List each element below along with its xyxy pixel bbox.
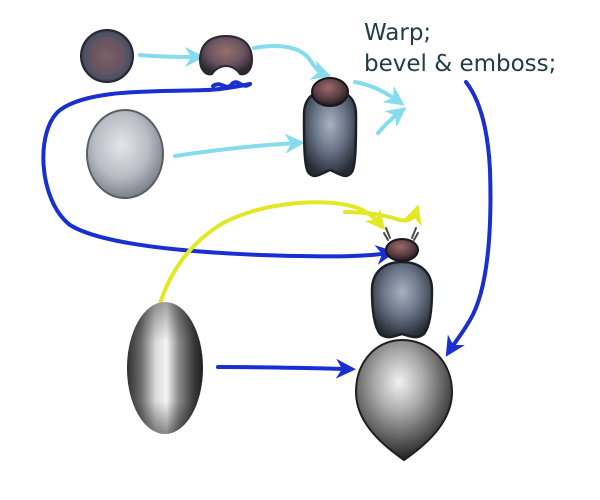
arrow-disc-to-cut <box>138 46 205 67</box>
abdomen-oval-icon <box>127 302 203 434</box>
arrow-yellow-oval-to-head <box>154 200 386 320</box>
arrow-assembly-side-1 <box>353 80 405 106</box>
arrow-oval-to-thorax <box>173 133 305 158</box>
arrow-blue-loop <box>41 82 396 265</box>
thorax-oval-icon <box>86 109 164 199</box>
annotation-line-1: Warp; <box>364 20 431 46</box>
head-thorax-icon <box>302 77 358 178</box>
arrow-cut-to-assembly <box>252 44 332 80</box>
arrow-blue-squiggle <box>211 80 252 89</box>
head-disc-icon <box>80 29 134 83</box>
arrow-yellow-second <box>343 204 422 227</box>
head-cut-icon <box>198 34 254 76</box>
arrow-assembly-side-2 <box>376 107 407 135</box>
arrow-blue-text-to-abdomen <box>445 80 493 357</box>
annotation-line-2: bevel & emboss; <box>364 51 556 77</box>
insect-icon <box>354 227 454 462</box>
arrow-blue-oval-to-abdomen <box>216 358 356 379</box>
